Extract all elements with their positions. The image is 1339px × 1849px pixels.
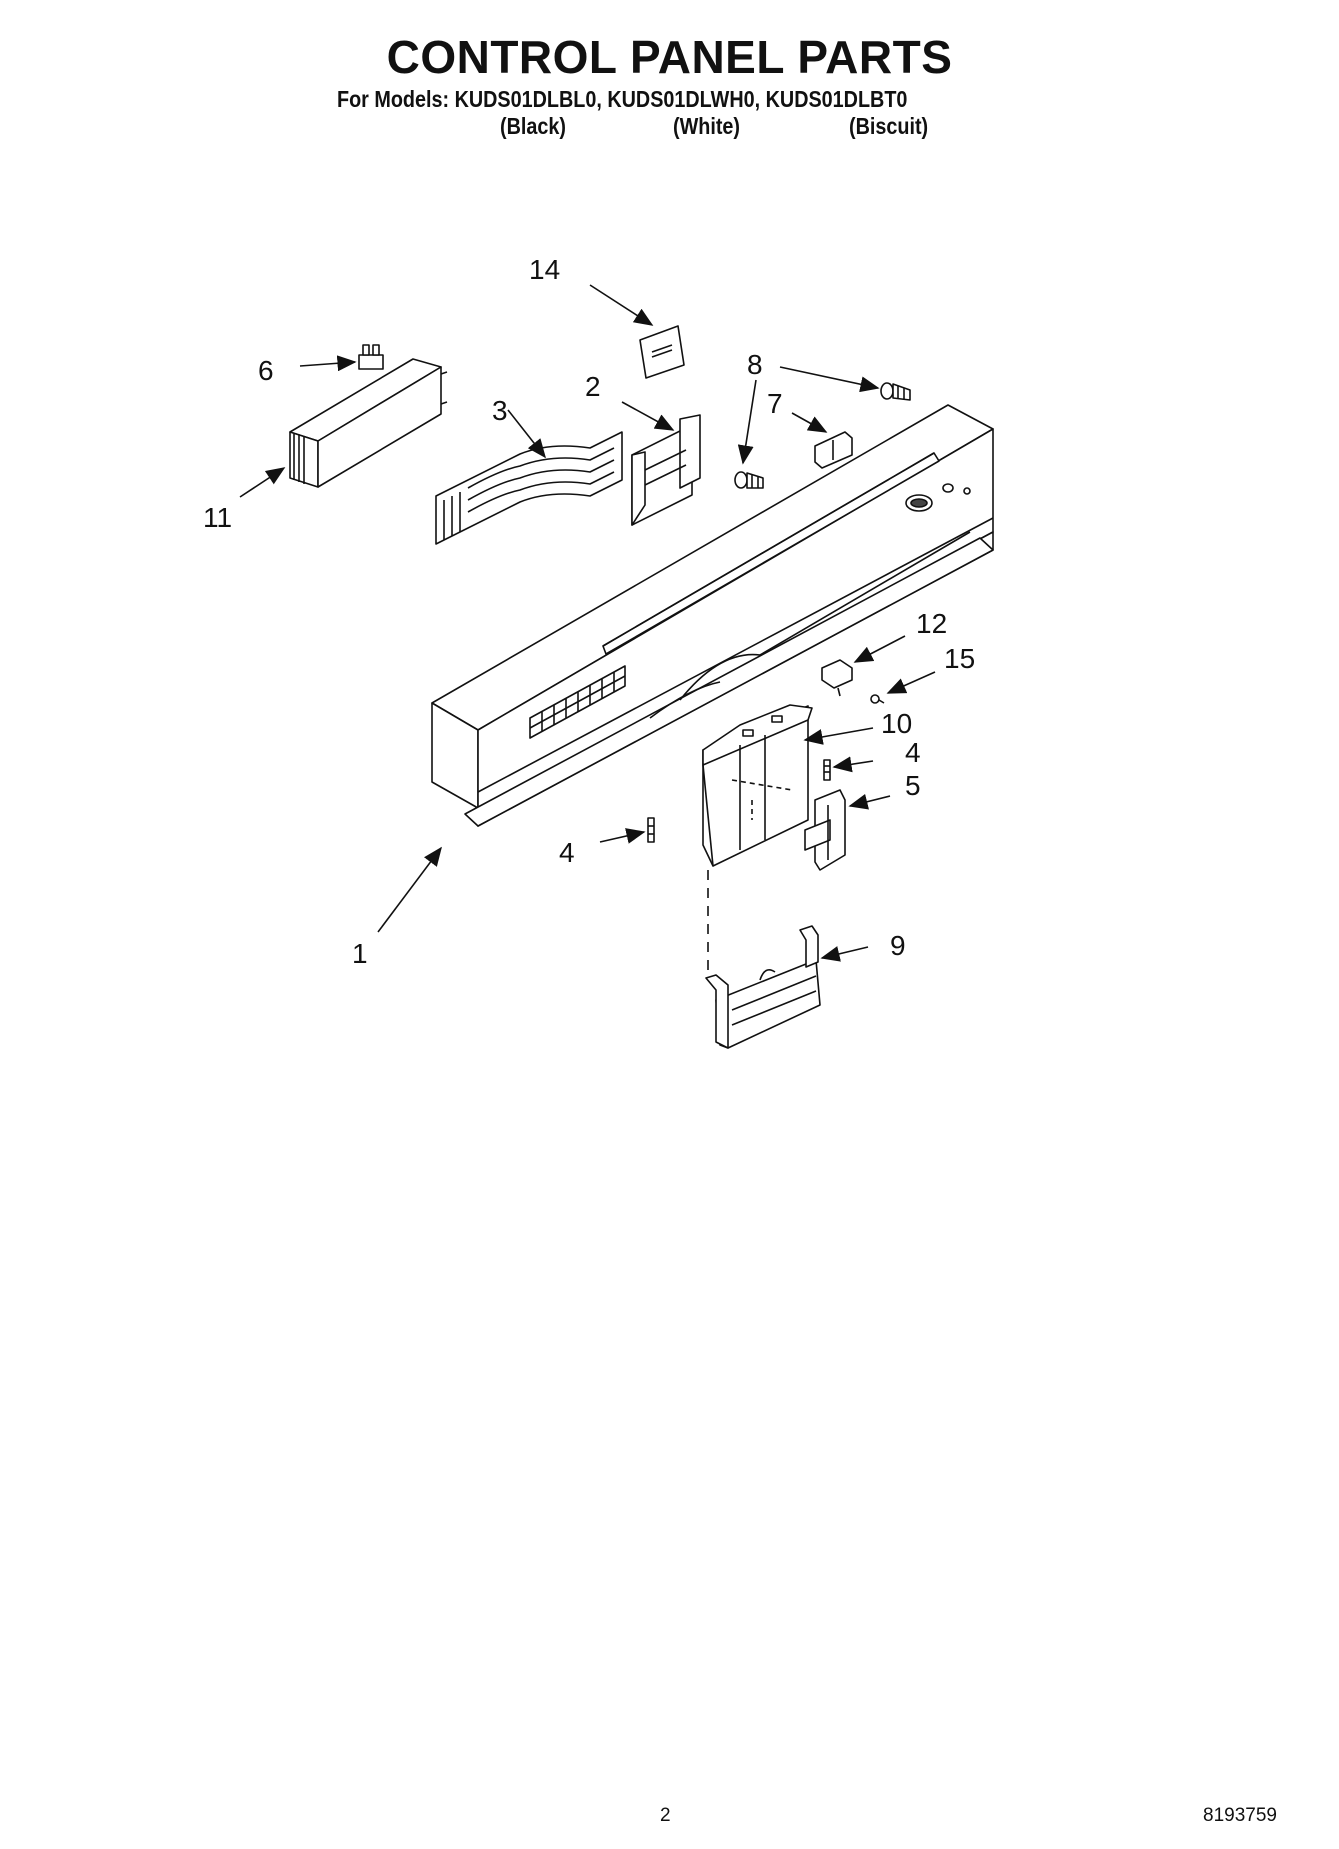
clip-part xyxy=(814,431,853,469)
screw-part-lower xyxy=(734,471,764,489)
control-panel-console-part xyxy=(431,404,994,827)
pin-part-upper xyxy=(823,759,831,781)
ribbon-cable-part xyxy=(435,431,623,545)
connector-part xyxy=(358,344,384,370)
page-number: 2 xyxy=(660,1805,671,1826)
callout-7: 7 xyxy=(767,388,783,419)
mounting-plate-part xyxy=(702,704,813,867)
keypad-grid xyxy=(529,665,626,739)
button-cap-part xyxy=(639,325,685,379)
callout-4-upper: 4 xyxy=(905,737,921,768)
callout-6: 6 xyxy=(258,355,274,386)
callout-4-lower: 4 xyxy=(559,837,575,868)
callout-10: 10 xyxy=(881,708,912,739)
callout-1: 1 xyxy=(352,938,368,969)
bracket-part xyxy=(631,414,701,526)
callout-labels: 14 6 8 2 3 7 11 12 15 10 4 5 4 1 9 xyxy=(203,254,975,969)
color-label-black: (Black) xyxy=(500,113,566,139)
callout-11: 11 xyxy=(203,502,232,533)
color-label-white: (White) xyxy=(673,113,741,139)
electronic-control-part xyxy=(289,358,448,488)
screw-part-upper xyxy=(880,382,911,401)
leader-arrows xyxy=(239,284,936,962)
callout-5: 5 xyxy=(905,770,921,801)
lower-bracket-part xyxy=(705,925,821,1049)
callout-8: 8 xyxy=(747,349,763,380)
document-number: 8193759 xyxy=(1203,1805,1277,1826)
callout-12: 12 xyxy=(916,608,947,639)
small-screw-part xyxy=(870,694,885,704)
callout-2: 2 xyxy=(585,371,601,402)
callout-14: 14 xyxy=(529,254,560,285)
callout-3: 3 xyxy=(492,395,508,426)
pin-part-lower xyxy=(647,817,655,843)
callout-9: 9 xyxy=(890,930,906,961)
page-title: CONTROL PANEL PARTS xyxy=(386,31,953,83)
guide-part xyxy=(804,789,846,871)
callout-15: 15 xyxy=(944,643,975,674)
color-label-biscuit: (Biscuit) xyxy=(849,113,929,139)
models-line: For Models: KUDS01DLBL0, KUDS01DLWH0, KU… xyxy=(337,86,908,112)
switch-part xyxy=(821,659,853,697)
